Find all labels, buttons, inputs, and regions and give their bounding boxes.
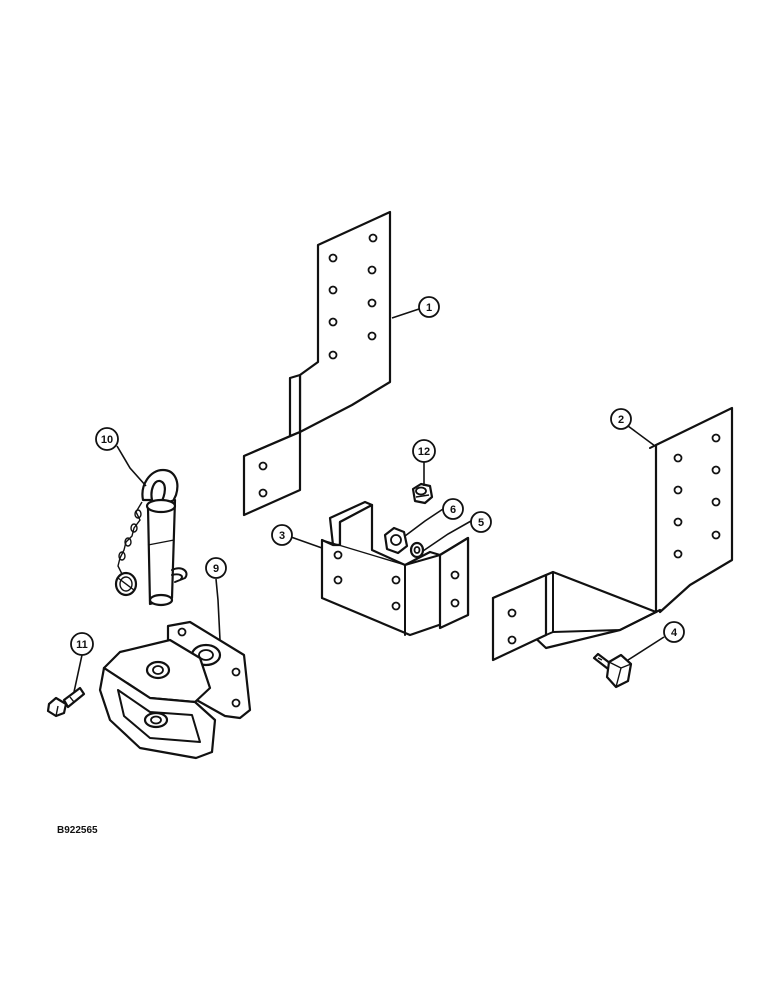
hitch-body-part xyxy=(98,620,252,760)
callout-5-label: 5 xyxy=(478,517,484,529)
callout-5: 5 xyxy=(470,511,492,533)
lock-nut-part xyxy=(411,482,434,505)
bracket-right-part xyxy=(491,406,734,662)
callout-10-label: 10 xyxy=(101,434,113,446)
callout-1: 1 xyxy=(418,296,440,318)
small-bolt-part xyxy=(46,686,86,718)
callout-11-label: 11 xyxy=(76,639,88,651)
callout-3-label: 3 xyxy=(279,530,285,542)
callout-3: 3 xyxy=(271,524,293,546)
callout-9: 9 xyxy=(205,557,227,579)
washer-part xyxy=(409,541,425,559)
reference-code: B922565 xyxy=(57,825,98,836)
callout-6-label: 6 xyxy=(450,504,456,516)
hitch-pin-part xyxy=(114,468,188,607)
hex-bolt-part xyxy=(592,652,633,689)
callout-2-label: 2 xyxy=(618,414,624,426)
callout-1-label: 1 xyxy=(426,302,432,314)
callout-6: 6 xyxy=(442,498,464,520)
u-bracket-part xyxy=(320,500,470,637)
callout-12-label: 12 xyxy=(418,446,430,458)
callout-4: 4 xyxy=(663,621,685,643)
callout-2: 2 xyxy=(610,408,632,430)
callout-10: 10 xyxy=(95,427,119,451)
callout-4-label: 4 xyxy=(671,627,678,639)
callout-9-label: 9 xyxy=(213,563,219,575)
callout-12: 12 xyxy=(412,439,436,463)
callout-11: 11 xyxy=(70,632,94,656)
leader-lines xyxy=(73,308,665,693)
nut-part xyxy=(383,526,409,555)
bracket-left-part xyxy=(242,210,392,517)
